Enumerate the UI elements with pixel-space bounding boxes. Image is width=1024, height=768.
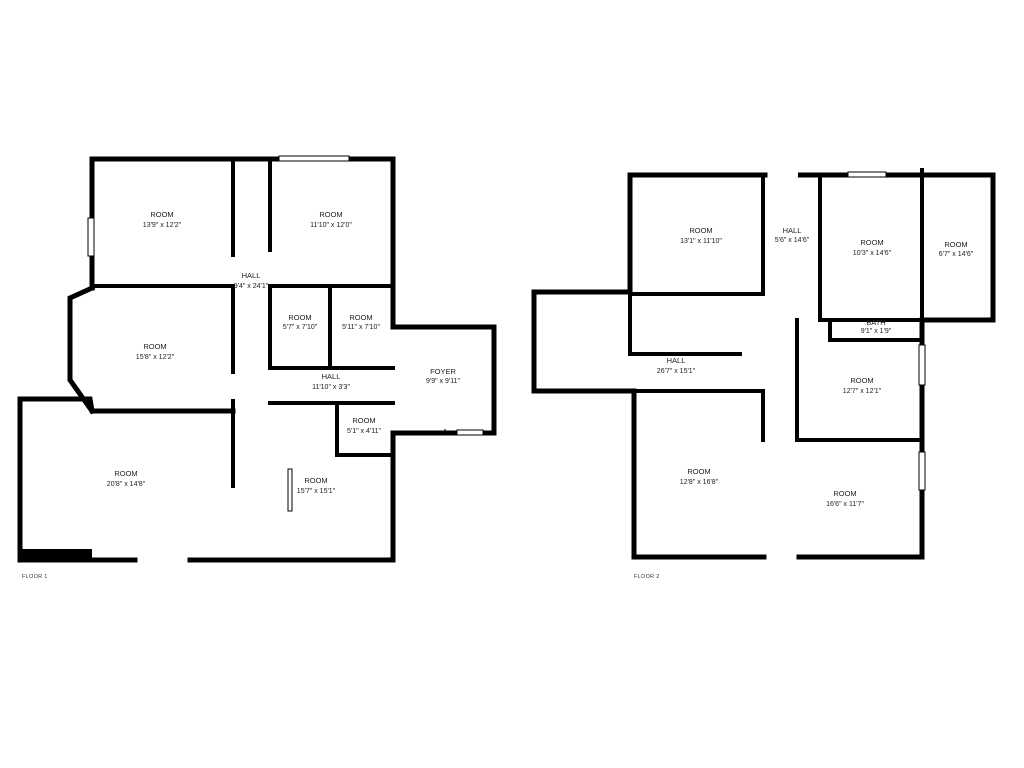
room-name: ROOM — [352, 416, 375, 425]
room-name: ROOM — [114, 469, 137, 478]
room-dimensions: 16'6" x 11'7" — [826, 501, 864, 508]
room-name: BATH — [866, 318, 885, 327]
room-name: ROOM — [687, 467, 710, 476]
room-name: ROOM — [850, 376, 873, 385]
floor-1-stair-mark — [287, 468, 293, 512]
room-dimensions: 26'7" x 15'1" — [657, 368, 696, 375]
floor-1-plan: ROOM 13'9" x 12'2" ROOM 11'10" x 12'0" H… — [17, 155, 497, 580]
room-dimensions: 5'7" x 7'10" — [283, 324, 318, 331]
floor-2-outer-wall — [531, 172, 996, 560]
room-dimensions: 5'11" x 7'10" — [342, 324, 380, 331]
floor-2-window-right-lower — [918, 451, 926, 491]
room-dimensions: 5'1" x 4'11" — [347, 428, 381, 435]
room-dimensions: 12'7" x 12'1" — [843, 388, 882, 395]
room-dimensions: 13'9" x 12'2" — [143, 222, 182, 229]
room-name: ROOM — [319, 210, 342, 219]
floor-1-interior-walls — [90, 157, 395, 488]
room-name: ROOM — [944, 240, 967, 249]
room-name: ROOM — [150, 210, 173, 219]
floor-2-window-right-upper — [918, 344, 926, 386]
room-name: ROOM — [349, 313, 372, 322]
room-name: ROOM — [860, 238, 883, 247]
room-dimensions: 6'7" x 14'6" — [939, 251, 974, 258]
floor-1-window-left — [87, 217, 95, 257]
room-name: FOYER — [430, 367, 456, 376]
room-name: HALL — [322, 372, 341, 381]
room-name: HALL — [667, 356, 686, 365]
room-dimensions: 11'10" x 3'3" — [312, 384, 350, 391]
room-dimensions: 13'1" x 11'10" — [680, 238, 722, 245]
floor-label: FLOOR 2 — [634, 574, 660, 580]
room-dimensions: 9'4" x 24'1" — [234, 283, 269, 290]
room-dimensions: 15'7" x 15'1" — [297, 488, 336, 495]
room-dimensions: 15'8" x 12'2" — [136, 354, 175, 361]
floor-1-wall-block — [20, 549, 92, 560]
room-name: ROOM — [304, 476, 327, 485]
room-dimensions: 10'3" x 14'6" — [853, 250, 892, 257]
floor-2-window-top — [847, 171, 887, 178]
room-dimensions: 20'8" x 14'8" — [107, 481, 146, 488]
floor-label: FLOOR 1 — [22, 574, 48, 580]
room-name: ROOM — [288, 313, 311, 322]
floor-2-interior-walls — [628, 168, 924, 442]
floor-1-window-foyer — [456, 429, 484, 436]
room-name: ROOM — [833, 489, 856, 498]
room-name: ROOM — [689, 226, 712, 235]
room-dimensions: 12'8" x 16'8" — [680, 479, 719, 486]
room-name: ROOM — [143, 342, 166, 351]
room-name: HALL — [783, 226, 802, 235]
room-dimensions: 5'6" x 14'6" — [775, 237, 810, 244]
floor-1-window-top — [278, 155, 350, 162]
room-dimensions: 9'9" x 9'11" — [426, 378, 460, 385]
floor-2-plan: ROOM 13'1" x 11'10" HALL 5'6" x 14'6" RO… — [531, 168, 996, 580]
floor-2-opening — [768, 172, 798, 177]
room-name: HALL — [242, 271, 261, 280]
room-dimensions: 11'10" x 12'0" — [310, 222, 352, 229]
room-dimensions: 9'1" x 1'9" — [861, 328, 892, 335]
